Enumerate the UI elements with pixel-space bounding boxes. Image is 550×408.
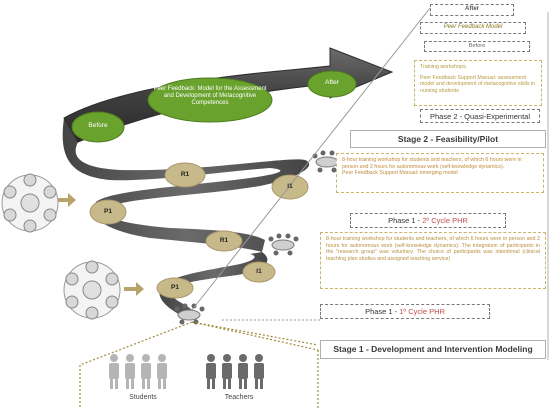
arrow-ellipse-model — [147, 77, 273, 123]
phase2-desc-box: Training workshops. Peer Feedback Suppor… — [414, 60, 542, 106]
node-r1-upper-label: R1 — [180, 171, 190, 178]
phase1-1st-prefix: Phase 1 - — [365, 307, 400, 316]
node-p1-lower — [156, 277, 194, 299]
node-p1-upper-label: P1 — [104, 208, 112, 215]
spiral-ribbon-upper — [62, 118, 310, 252]
arrow-after-label: After — [325, 79, 339, 86]
phase2-title-box: Phase 2 - Quasi-Experimental — [420, 109, 540, 123]
phase1-2nd-title-box: Phase 1 - 2º Cycle PHR — [350, 213, 506, 228]
node-i1-lower — [242, 261, 276, 283]
cycle-arrow-lower — [124, 282, 144, 296]
top-before-box: Before — [424, 41, 530, 52]
arrow-model-label: Peer Feedback: Model for the Assessment … — [153, 86, 267, 106]
node-i1-upper — [271, 174, 309, 200]
top-after-box: After — [430, 4, 514, 16]
meeting-table-mid-icon — [268, 233, 299, 256]
node-i1-upper-label: I1 — [287, 183, 293, 190]
phase2-desc-line1: Training workshops. — [420, 64, 468, 70]
node-r1-upper — [164, 162, 206, 188]
cycle-arrow-upper — [58, 193, 76, 207]
phase1-1st-cycle: 1º Cycle PHR — [399, 307, 445, 316]
stage2-desc-box: 8-hour training workshop for students an… — [336, 153, 544, 193]
phase2-title: Phase 2 - Quasi-Experimental — [429, 112, 531, 121]
phase1-2nd-cycle: 2º Cycle PHR — [422, 216, 468, 225]
cycle-wheel-upper-icon — [1, 173, 59, 233]
phase1-2nd-prefix: Phase 1 - — [388, 216, 423, 225]
teachers-label: Teachers — [224, 394, 254, 401]
top-model-box: Peer Feedback Model — [420, 22, 526, 34]
stage2-desc-line1: 8-hour training workshop for students an… — [342, 157, 522, 170]
arrow-ellipse-before — [71, 111, 125, 143]
phase1-1st-title-box: Phase 1 - 1º Cycle PHR — [320, 304, 490, 319]
node-r1-lower-label: R1 — [219, 237, 229, 244]
node-i1-lower-label: I1 — [256, 268, 262, 275]
node-p1-lower-label: P1 — [171, 284, 179, 291]
arrow-ellipse-after — [307, 70, 357, 98]
phase2-desc-line2: Peer Feedback Support Manual: assessment… — [420, 74, 536, 94]
students-icon — [109, 354, 167, 389]
guide-line-top — [191, 7, 431, 311]
stage2-title-box: Stage 2 - Feasibility/Pilot — [350, 130, 546, 148]
spiral-ribbon-lower — [159, 252, 268, 318]
people-bracket-left — [191, 321, 319, 346]
teachers-icon — [206, 354, 264, 389]
stage1-title-box: Stage 1 - Development and Intervention M… — [320, 340, 546, 359]
stage2-desc-line2: Peer Feedback Support Manual: emerging m… — [342, 170, 458, 177]
node-r1-lower — [205, 230, 243, 252]
phase1-2nd-desc-box: 8-hour training workshop for students an… — [320, 232, 546, 289]
students-label: Students — [129, 394, 157, 401]
people-bracket — [79, 321, 319, 408]
arrow-before-label: Before — [88, 122, 108, 129]
node-p1-upper — [89, 199, 127, 225]
meeting-table-lower-icon — [174, 303, 205, 325]
cycle-wheel-lower-icon — [63, 260, 121, 320]
